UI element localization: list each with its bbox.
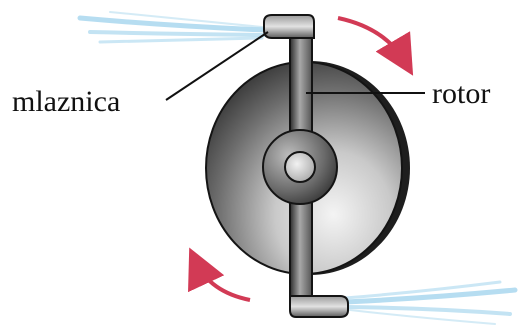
rotor-hub-axle — [285, 152, 315, 182]
nozzle-bottom — [290, 296, 348, 317]
rotation-arrow-bottom — [196, 262, 250, 300]
nozzle-top — [264, 15, 314, 38]
water-jet-bottom — [345, 282, 515, 324]
nozzle-label: mlaznica — [12, 85, 120, 118]
rotor-label: rotor — [432, 77, 490, 110]
water-jet-top — [80, 12, 265, 42]
rotation-arrow-top — [338, 18, 405, 62]
